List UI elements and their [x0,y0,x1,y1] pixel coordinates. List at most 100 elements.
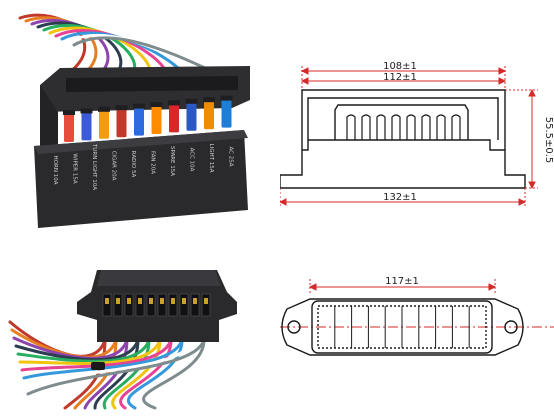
fuse-slot [436,114,446,140]
fuse-holder [63,110,75,115]
terminal-contact [204,298,208,304]
terminal-contact [127,298,131,304]
fuse [116,107,127,138]
fuse [204,99,214,130]
terminal [113,293,123,317]
terminal [146,293,156,317]
terminal-contact [193,298,197,304]
wire [111,338,162,410]
terminal-contact [171,298,175,304]
wire [142,338,206,410]
terminal [157,293,167,317]
terminal-contact [105,298,109,304]
fuse-label: AC 25A [228,146,234,166]
fuse [151,104,162,134]
fuse-label: WIPER 15A [72,153,78,183]
fuse [169,102,179,133]
dim-label-height: 55.5±0.5 [543,117,554,164]
fuse-slot [376,114,386,140]
terminal-contact [149,298,153,304]
wire [83,338,129,410]
fuse [134,105,144,136]
wire [22,338,184,380]
fuse-slot [391,114,401,140]
fuse-box-top-face [97,270,221,286]
side-view-fuse-block [334,104,469,140]
side-view-base-outline [280,139,526,189]
fuse [99,108,109,139]
fuse-box-lid-slot [66,76,238,92]
wire-bundle-top [18,13,216,74]
fuse-holder [168,100,180,106]
fuse-label: SPARE 15A [169,146,175,176]
dim-label-mid-width: 112±1 [383,72,417,83]
wire [20,338,173,372]
terminal-contact [182,298,186,304]
wire [63,338,107,410]
terminal [168,293,178,317]
wire [26,338,206,396]
fuse-box-front-plate [34,130,248,228]
top-view-drawing: 117±1 [280,276,554,356]
fuse-holder [220,95,233,101]
fuse-holder [203,97,215,103]
side-view-top-outline [301,89,506,150]
fuse-label: TURN LIGHT 10A [91,143,97,190]
fuse-slot [406,114,416,140]
dim-label-overall-width: 132±1 [383,192,417,203]
terminal [179,293,189,317]
mount-hole-right [504,320,518,334]
fuse-holder [115,105,128,111]
wire [16,338,151,363]
dim-label-top-width: 117±1 [385,276,419,287]
fuse-label: RADIO 5A [130,151,136,178]
top-view-outline [281,298,524,356]
fuse-box-photo-wired [8,270,237,410]
fuse-holder [150,102,163,107]
mount-hole-left [287,320,301,334]
side-view-inner-outline [307,97,499,140]
terminal [124,293,134,317]
wire-bundle-bottom [8,320,206,410]
fuse-label: ACC 10A [189,148,195,172]
fuse-holder [80,108,93,114]
fuse-label: LIGHT 15A [208,144,214,173]
fuse [221,97,232,128]
fuse [64,112,74,142]
cable-tie [91,362,105,370]
terminal [102,293,112,317]
fuse-holder [98,106,110,112]
side-view-drawing: 108±1 112±1 132±1 55.5±0.5 [280,61,554,208]
fuse-label: CIGAR 20A [111,151,117,181]
dim-label-inner-width: 108±1 [383,61,417,72]
top-view-fuse-dividers [334,306,470,348]
fuse-slot [361,114,371,140]
wire [72,36,216,74]
terminal-contact [116,298,120,304]
fuse-label: FAN 20A [150,151,156,174]
fuse-box-side [40,85,58,158]
top-view-inner-frame [311,300,493,354]
wire [14,338,140,362]
terminal-contact [160,298,164,304]
fuse-row [63,95,233,142]
fuse-box-terminals [102,293,211,317]
wire [102,338,151,410]
terminal [190,293,200,317]
fuse [81,110,92,141]
wire [73,338,118,410]
fuse-holder [133,103,145,109]
fuse-slot [346,114,356,140]
fuse-holder [185,98,198,104]
terminal [135,293,145,317]
fuse-slot [451,114,461,140]
side-view-fuse-slots [346,114,461,140]
fuse-slot [421,114,431,140]
wire [93,338,140,410]
fuse-box-front-top [34,130,248,154]
fuse [186,100,197,131]
wire [24,338,195,388]
wire [119,338,173,410]
